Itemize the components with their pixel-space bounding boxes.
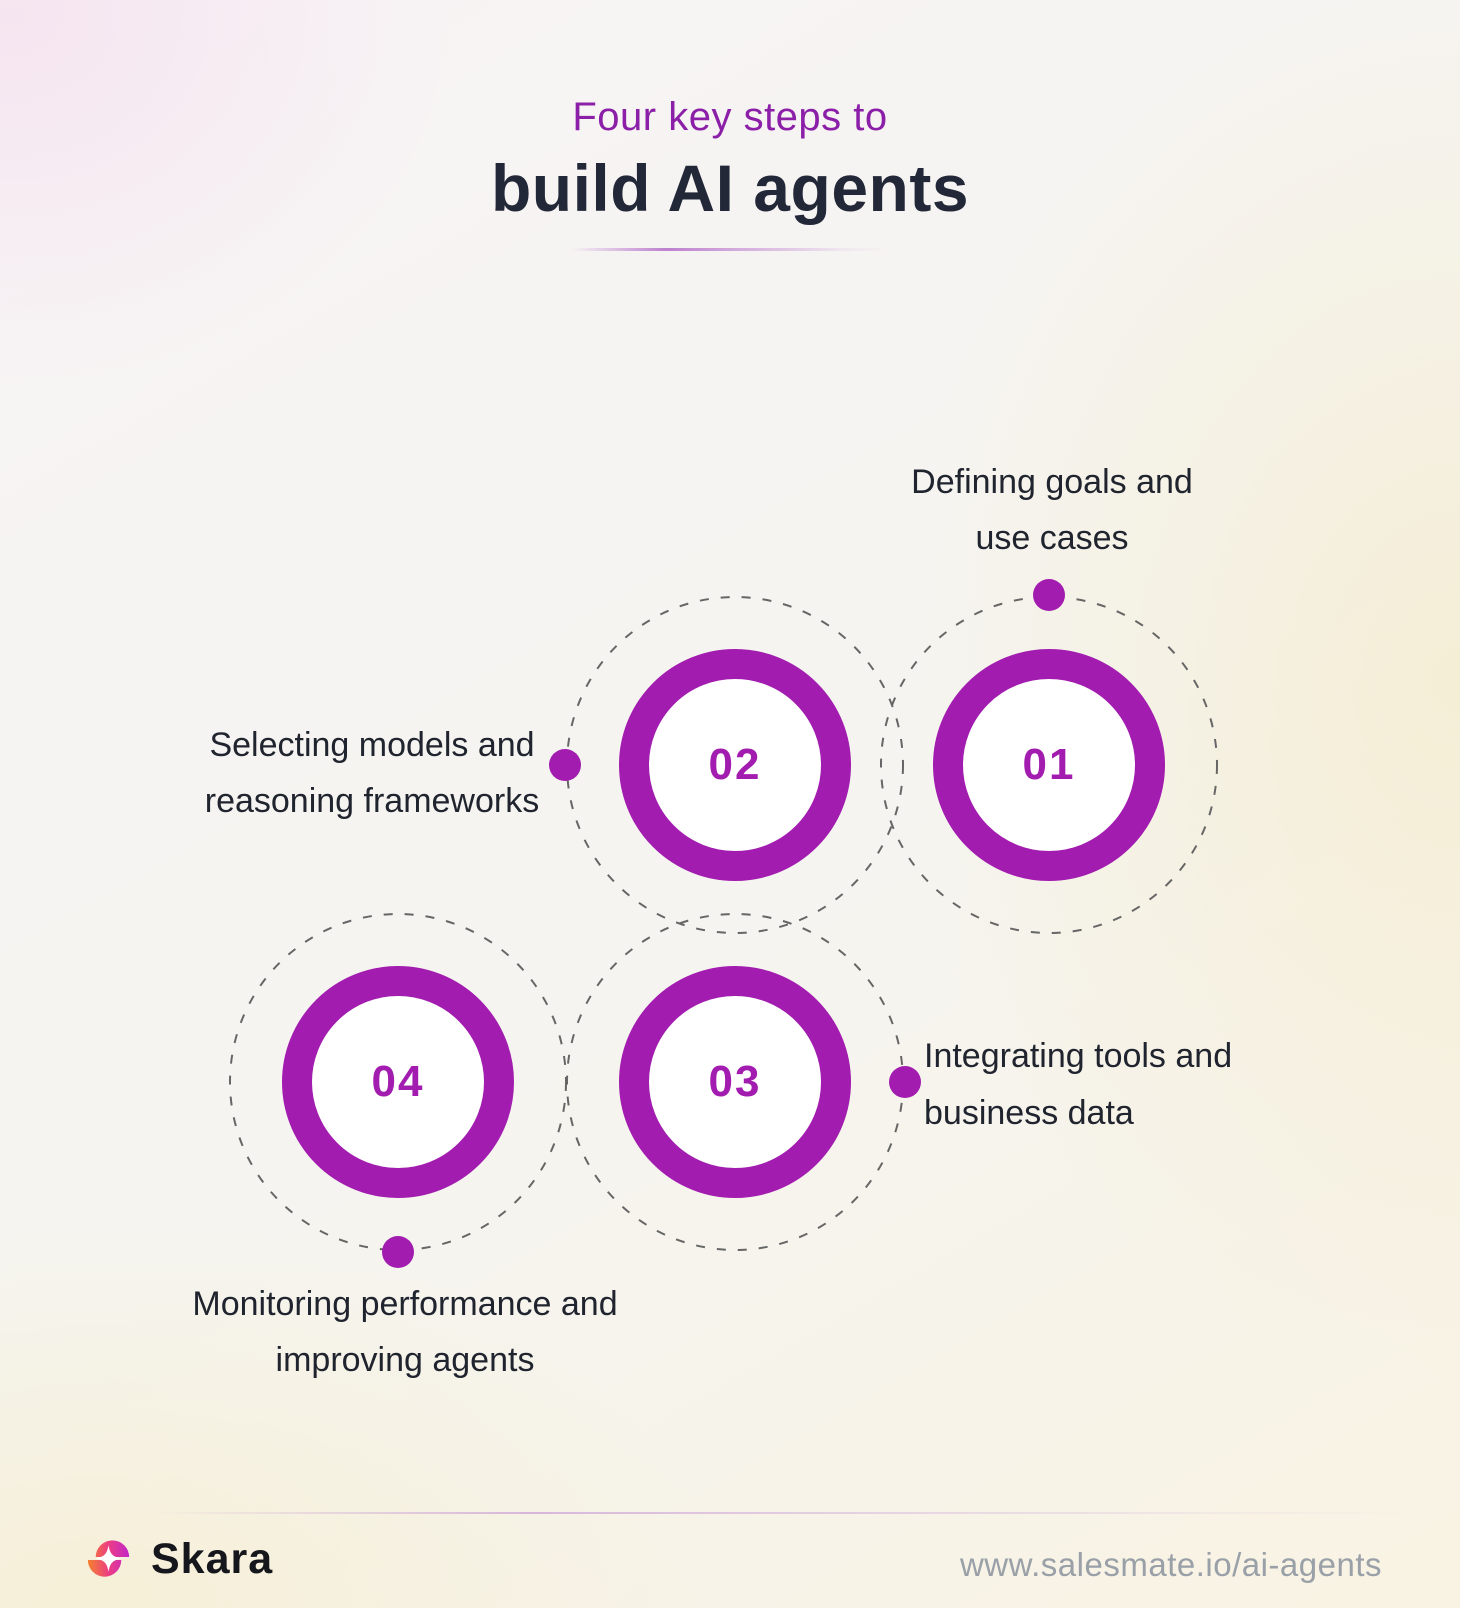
step-label-03-line2: business data <box>924 1094 1134 1132</box>
footer-url: www.salesmate.io/ai-agents <box>959 1546 1382 1583</box>
brand-logo: Skara <box>80 1534 273 1584</box>
step-group-02: 02 <box>549 595 905 935</box>
step-label-02: Selecting models and reasoning framework… <box>148 717 596 829</box>
footer-divider <box>152 1512 1408 1514</box>
step-label-03-line1: Integrating tools and <box>924 1037 1233 1075</box>
connector-dot-04 <box>382 1236 414 1268</box>
step-ring-04: 04 <box>282 966 514 1198</box>
step-label-03: Integrating tools and business data <box>924 1028 1354 1142</box>
connector-dot-01 <box>1033 579 1065 611</box>
header-subtitle: Four key steps to <box>572 95 888 139</box>
step-number-04: 04 <box>371 1057 425 1106</box>
step-label-02-line2: reasoning frameworks <box>204 782 540 820</box>
step-label-04: Monitoring performance and improving age… <box>180 1276 630 1388</box>
step-label-01: Defining goals and use cases <box>830 454 1274 566</box>
dashed-orbit-01 <box>880 596 1218 934</box>
step-group-01: 01 <box>879 579 1219 935</box>
header: Four key steps to build AI agents <box>0 92 1460 251</box>
step-group-03: 03 <box>565 912 921 1252</box>
connector-dot-03 <box>889 1066 921 1098</box>
step-group-04: 04 <box>228 912 568 1268</box>
skara-logo-icon <box>87 1540 130 1577</box>
step-label-01-line2: use cases <box>975 519 1129 557</box>
brand-name: Skara <box>151 1534 274 1583</box>
title-underline-decoration <box>571 248 889 251</box>
step-ring-03: 03 <box>619 966 851 1198</box>
step-number-01: 01 <box>1022 740 1076 789</box>
page-title: build AI agents <box>490 151 970 225</box>
step-number-03: 03 <box>708 1057 762 1106</box>
step-label-04-line1: Monitoring performance and <box>192 1285 618 1323</box>
step-label-04-line2: improving agents <box>275 1341 535 1379</box>
step-number-02: 02 <box>708 740 762 789</box>
step-label-02-line1: Selecting models and <box>209 726 535 764</box>
step-ring-01: 01 <box>933 649 1165 881</box>
step-ring-02: 02 <box>619 649 851 881</box>
dashed-orbit-04 <box>229 913 567 1251</box>
connector-dot-02 <box>549 749 581 781</box>
step-label-01-line1: Defining goals and <box>911 463 1193 501</box>
